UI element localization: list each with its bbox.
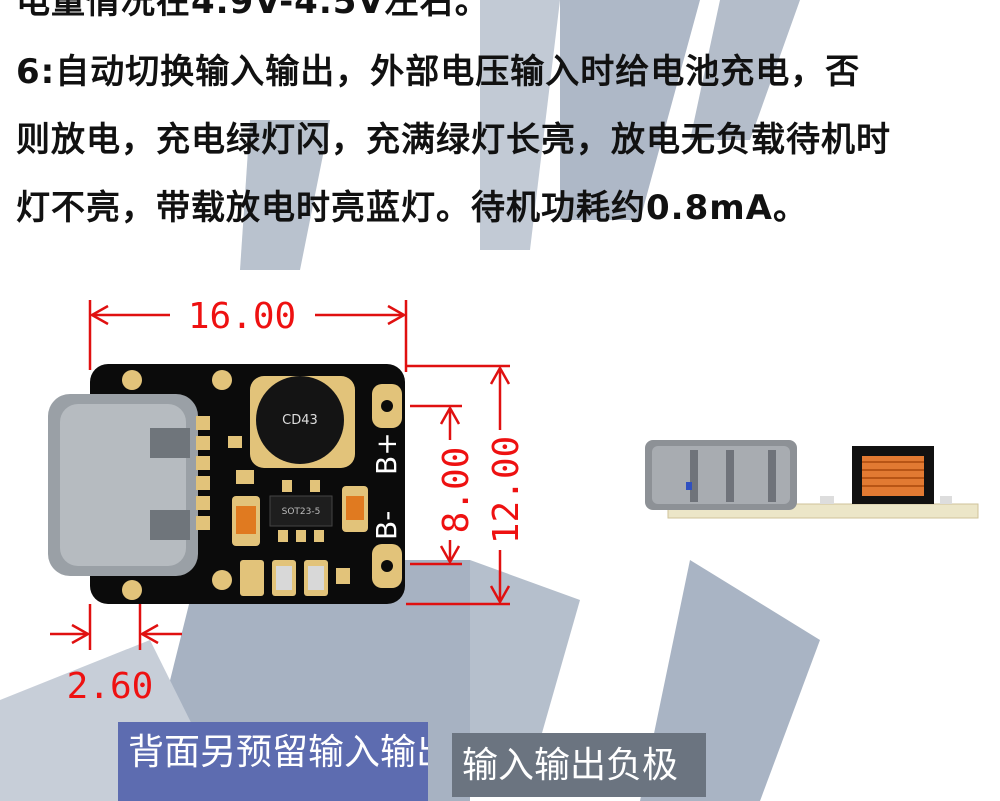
bminus-label: B- <box>370 511 403 540</box>
text-line-2: 则放电，充电绿灯闪，充满绿灯长亮，放电无负载待机时 <box>16 120 891 160</box>
text-line-3: 灯不亮，带载放电时亮蓝灯。待机功耗约0.8mA。 <box>16 188 808 228</box>
side-view <box>645 440 979 519</box>
bplus-label: B+ <box>370 432 403 475</box>
label-io-negative: 输入输出负极 <box>452 733 706 797</box>
dimension-height-total: 12.00 <box>486 436 527 544</box>
dimension-usb-offset: 2.60 <box>67 666 154 707</box>
inductor-label: CD43 <box>282 413 318 428</box>
dimension-width: 16.00 <box>188 296 296 337</box>
label-back-interface: 背面另预留输入输出接口 <box>118 722 428 801</box>
text-line-0: 电量情况在4.9V-4.5V左右。 <box>16 0 490 22</box>
chip-label: SOT23-5 <box>282 507 321 517</box>
dimension-height-pad: 8.00 <box>436 447 477 534</box>
text-line-1: 6:自动切换输入输出，外部电压输入时给电池充电，否 <box>16 52 861 92</box>
chip-sot23 <box>269 495 333 527</box>
